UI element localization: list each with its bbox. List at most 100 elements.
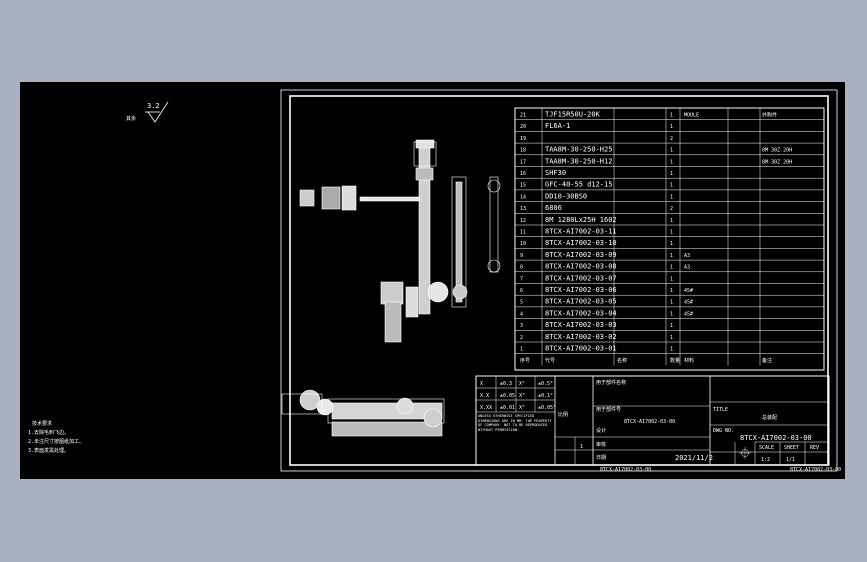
bom-cell-no: 17 [520,159,526,165]
bom-cell-qty: 1 [670,276,673,282]
bom-header-cell: 名称 [617,357,627,364]
bom-cell-no: 7 [520,276,523,282]
bom-cell-qty: 1 [670,194,673,200]
bom-cell-code: 8TCX-AI7002-03-02 [545,333,617,341]
tol-cell: ±0.01 [500,405,515,411]
bom-cell-no: 18 [520,148,526,154]
bom-cell-code: 6806 [545,204,562,212]
bom-cell-qty: 1 [670,171,673,177]
bom-cell-code: FL6A-1 [545,122,570,130]
tol-cell: X.X [480,393,489,399]
dwg-number: 8TCX-AI7002-03-00 [740,434,812,442]
bom-header-cell: 备注 [762,357,772,364]
bom-cell-no: 14 [520,194,526,200]
bom-cell-code: 8TCX-AI7002-03-10 [545,239,617,247]
bom-cell-qty: 1 [670,113,673,119]
bom-cell-qty: 1 [670,335,673,341]
bom-cell-qty: 1 [670,241,673,247]
bom-cell-remark: 外购件 [762,112,777,119]
bom-cell-no: 20 [520,124,526,130]
parent-no-label: 用于部件号 [596,406,621,413]
bom-cell-code: 8TCX-AI7002-03-01 [545,345,617,353]
bom-cell-code: TJF15R50U-20K [545,111,601,119]
note-item: 1.去除毛刺飞边。 [28,429,69,436]
scale-value: 1 [580,444,583,450]
bom-cell-remark: 8M 30Z 20H [762,159,792,165]
bom-cell-no: 3 [520,323,523,329]
bom-cell-qty: 1 [670,124,673,130]
title-block: X ±0.3 X° ±0.5° X.X ±0.05 X° ±0.1° X.XX … [475,375,830,466]
footer-strip: 8TCX-AI7002-03-00 8TCX-AI7002-03-00 [600,467,841,473]
dwg-label: DWG NO. [713,428,734,434]
bom-cell-code: SHF30 [545,169,566,177]
footer-left: 8TCX-AI7002-03-00 [600,467,651,473]
drawing-canvas: 3.2 其余 技术要求 1.去除毛刺飞边。 2.未注尺寸按图纸加工。 3.表面发… [28,89,841,473]
date-label: 日期 [596,455,606,461]
bom-cell-no: 11 [520,230,526,236]
bom-cell-no: 4 [520,311,523,317]
bom-cell-qty: 1 [670,183,673,189]
tol-cell: ±0.05 [500,393,515,399]
bom-cell-qty: 1 [670,288,673,294]
drawing-title: 总装配 [762,414,777,421]
bom-cell-code: 8M 1280Lx25H 1602 [545,216,617,224]
sheet-col-value: 1/1 [786,457,795,463]
bom-cell-qty: 2 [670,136,673,142]
bom-cell-code: TAA8M-30-250-H25 [545,146,612,154]
bom-cell-material: 45# [684,288,693,294]
tol-cell: X° [519,393,525,399]
tol-cell: ±0.3 [500,381,512,387]
bom-cell-qty: 1 [670,253,673,259]
tol-cell: X [480,381,483,387]
bom-cell-material: 45# [684,311,693,317]
tol-cell: ±0.1° [538,393,553,399]
bom-cell-no: 10 [520,241,526,247]
parent-no: 8TCX-AI7002-03-00 [624,419,675,425]
tol-cell: X° [519,381,525,387]
bom-cell-material: A3 [684,265,690,271]
bom-cell-qty: 1 [670,311,673,317]
sheet-col-label: SHEET [784,445,799,451]
tolerance-fine-print: UNLESS OTHERWISE SPECIFIED DIMENSIONS AR… [478,414,552,432]
bom-cell-code: DD10-30BS0 [545,192,587,200]
tol-cell: ±0.05° [538,405,556,411]
bom-cell-no: 12 [520,218,526,224]
scale-col-value: 1:2 [761,457,770,463]
checked-label: 审核 [596,441,606,448]
tol-cell: X.XX [480,405,492,411]
bom-cell-no: 2 [520,335,523,341]
bom-cell-no: 16 [520,171,526,177]
bom-cell-code: 8TCX-AI7002-03-09 [545,251,617,259]
note-item: 2.未注尺寸按图纸加工。 [28,438,84,445]
technical-notes: 技术要求 1.去除毛刺飞边。 2.未注尺寸按图纸加工。 3.表面发黑处理。 [28,420,84,454]
bom-header-cell: 材料 [684,357,694,364]
date-value: 2021/11/2 [675,454,713,462]
bom-header-cell: 代号 [545,357,555,364]
bom-cell-no: 15 [520,183,526,189]
outer-border [280,89,838,472]
scale-col-label: SCALE [759,445,774,451]
bom-cell-qty: 1 [670,148,673,154]
bom-cell-qty: 1 [670,323,673,329]
bom-cell-no: 6 [520,288,523,294]
bom-header-cell: 数量 [670,357,680,364]
bom-cell-no: 13 [520,206,526,212]
notes-title: 技术要求 [32,420,52,427]
bom-cell-code: 8TCX-AI7002-03-04 [545,309,617,317]
bom-cell-qty: 1 [670,159,673,165]
bom-cell-qty: 2 [670,206,673,212]
bom-cell-qty: 1 [670,230,673,236]
title-label: TITLE [713,407,728,413]
bom-cell-no: 9 [520,253,523,259]
bom-cell-code: 8TCX-AI7002-03-08 [545,263,617,271]
bom-cell-code: 8TCX-AI7002-03-06 [545,286,617,294]
bom-cell-material: A3 [684,253,690,259]
roughness-symbol: 3.2 其余 [126,101,169,123]
assembly-drawing [281,139,501,437]
bom-cell-material: 45# [684,300,693,306]
bom-cell-no: 19 [520,136,526,142]
bom-cell-code: GFC-40-55 d12-15 [545,181,612,189]
roughness-value: 3.2 [147,102,160,110]
footer-right: 8TCX-AI7002-03-00 [790,467,841,473]
